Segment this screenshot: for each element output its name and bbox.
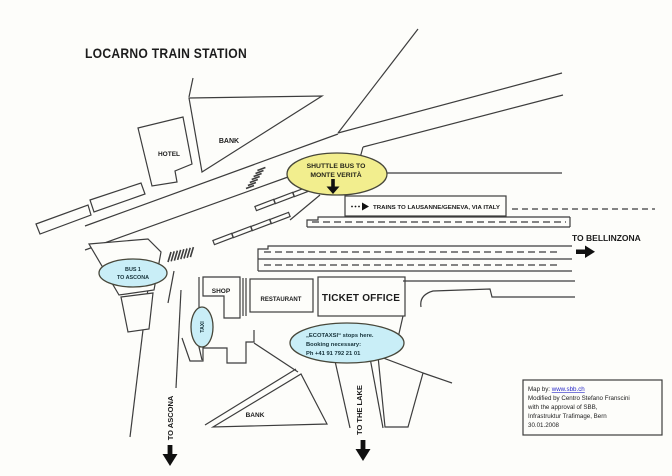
ecotaxi-callout: „ECOTAXSI“ stops here. Booking necessary… — [289, 322, 405, 364]
ecotaxi-label-line2: Booking necessary: — [306, 342, 361, 348]
road-line — [289, 194, 321, 221]
platform-south-edge — [420, 288, 575, 308]
shuttle-bus-down-arrow-icon — [326, 179, 340, 194]
road-line — [337, 28, 419, 134]
station-divider — [242, 278, 247, 316]
credits-line2: Modified by Centro Stefano Franscini — [528, 395, 630, 402]
shop-label: SHOP — [212, 288, 231, 295]
taxi-callout: TAXI — [190, 306, 214, 348]
road-line — [167, 270, 175, 304]
restaurant-label: RESTAURANT — [261, 297, 302, 303]
zebra-crossing-upper — [245, 166, 266, 190]
bus1-label-line2: TO ASCONA — [117, 275, 149, 281]
bank-north-label: BANK — [219, 138, 239, 145]
shuttle-bus-label-line1: SHUTTLE BUS TO — [307, 163, 366, 170]
building-bank-north — [188, 95, 325, 173]
bellinzona-arrow-icon — [576, 245, 595, 258]
platform-a-outline — [306, 216, 571, 228]
shuttle-bus-label-line2: MONTE VERITÀ — [310, 170, 361, 179]
credits-line3: with the approval of SBB, — [527, 404, 598, 411]
credits-map-by: Map by: www.sbb.ch — [528, 386, 585, 393]
trains-box-frame — [344, 195, 507, 217]
credits-prefix: Map by: — [528, 386, 552, 393]
bus1-ellipse — [98, 258, 168, 288]
credits-frame — [522, 379, 663, 436]
ticket-office-label: TICKET OFFICE — [322, 293, 400, 304]
page-title: LOCARNO TRAIN STATION — [85, 45, 247, 61]
road-line — [359, 94, 564, 159]
building-lakeside — [377, 355, 424, 428]
road-line — [253, 342, 299, 373]
road-line — [84, 176, 289, 251]
taxi-label: TAXI — [200, 321, 206, 333]
ascona-road-edge — [175, 289, 182, 389]
trains-label: TRAINS TO LAUSANNE/GENEVA, VIA ITALY — [373, 205, 500, 211]
credits-line5: 30.01.2008 — [528, 422, 560, 429]
bus1-label-line1: BUS 1 — [125, 267, 141, 273]
road-line — [204, 368, 297, 426]
credits-line4: Infrastruktur Trafimage, Bern — [528, 413, 607, 420]
shuttle-bus-ellipse — [286, 152, 388, 196]
hotel-label: HOTEL — [158, 151, 180, 158]
ascona-arrow-icon — [162, 445, 178, 466]
building-bank-south — [210, 373, 328, 428]
ecotaxi-label-line1: „ECOTAXSI“ stops here. — [306, 333, 374, 339]
ascona-label: TO ASCONA — [166, 395, 175, 440]
road-line — [84, 133, 339, 227]
ecotaxi-ellipse — [289, 322, 405, 364]
building-hotel — [137, 116, 193, 187]
lake-road-edge — [332, 351, 351, 429]
road-line — [422, 372, 453, 384]
trains-dotted-arrow-icon — [351, 202, 369, 211]
credits-link[interactable]: www.sbb.ch — [551, 386, 586, 393]
building-strip-west-2 — [35, 204, 92, 235]
platform-b-outline — [257, 245, 572, 272]
road-line — [337, 72, 563, 134]
bellinzona-label: TO BELLINZONA — [572, 233, 641, 243]
lake-arrow-icon — [355, 440, 371, 461]
ecotaxi-label-line3: Ph +41 91 792 21 01 — [306, 351, 361, 357]
parking-slots — [212, 184, 314, 246]
lake-label: TO THE LAKE — [355, 385, 364, 435]
railway-platforms — [257, 172, 655, 308]
building-restaurant — [249, 278, 314, 313]
building-shop — [202, 276, 241, 319]
bank-south-label: BANK — [246, 412, 265, 419]
road-network — [84, 28, 564, 438]
shuttle-bus-callout: SHUTTLE BUS TO MONTE VERITÀ — [286, 152, 388, 196]
forecourt-zigzag — [181, 330, 255, 364]
building-ticket-office — [317, 276, 406, 317]
trains-info-box: TRAINS TO LAUSANNE/GENEVA, VIA ITALY — [344, 195, 507, 217]
building-bus-annex — [120, 292, 154, 333]
building-strip-west-1 — [89, 182, 146, 213]
road-line — [188, 77, 194, 98]
bus1-callout: BUS 1 TO ASCONA — [98, 258, 168, 288]
taxi-ellipse — [190, 306, 214, 348]
credits-box: Map by: www.sbb.ch Modified by Centro St… — [522, 379, 663, 436]
zebra-crossing-lower — [167, 246, 195, 263]
